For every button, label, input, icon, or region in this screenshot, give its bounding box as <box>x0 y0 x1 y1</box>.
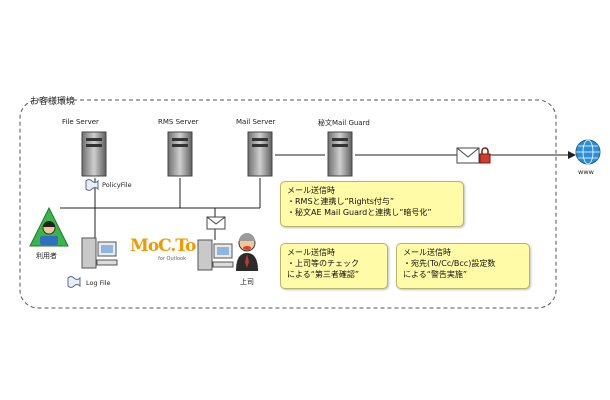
rms-server-label: RMS Server <box>158 118 199 126</box>
user-icon <box>29 206 69 247</box>
boss-pc-icon <box>197 239 234 271</box>
note-rights-encryption: メール送信時 ・RMSと連携し“Rights付与” ・秘文AE Mail Gua… <box>280 181 464 227</box>
policy-file-icon <box>85 179 99 191</box>
boss-icon <box>236 233 258 271</box>
note-line: ・秘文AE Mail Guardと連携し“暗号化” <box>287 208 432 217</box>
file-server-icon <box>81 131 107 177</box>
mail-envelope-icon <box>206 216 226 230</box>
moc-to-logo: MoC.To for Outlook <box>130 236 196 272</box>
encrypted-mail-icon <box>456 147 491 164</box>
mail-guard-server-icon <box>327 131 353 177</box>
rms-server-icon <box>167 131 193 177</box>
note-line: による“第三者確認” <box>287 270 360 279</box>
note-line: による“警告実施” <box>403 270 468 279</box>
globe-icon <box>575 139 601 165</box>
mail-server-label: Mail Server <box>236 118 276 126</box>
logo-subtext: for Outlook <box>158 256 186 262</box>
note-line: メール送信時 <box>287 248 335 257</box>
user-pc-icon <box>81 237 118 269</box>
mail-server-icon <box>247 131 273 177</box>
boss-label: 上司 <box>240 278 254 286</box>
note-line: メール送信時 <box>287 186 335 195</box>
note-line: ・上司等のチェック <box>287 259 359 268</box>
log-file-icon <box>67 276 81 288</box>
note-line: ・RMSと連携し“Rights付与” <box>287 197 395 206</box>
note-recipient-warning: メール送信時 ・宛先(To/Cc/Bcc)設定数 による“警告実施” <box>396 243 530 289</box>
note-line: メール送信時 <box>403 248 451 257</box>
arrow-head <box>568 151 576 159</box>
file-server-label: File Server <box>62 118 99 126</box>
log-file-label: Log File <box>86 279 111 287</box>
mail-guard-label: 秘文Mail Guard <box>318 119 370 127</box>
user-label: 利用者 <box>36 252 57 260</box>
note-third-party-check: メール送信時 ・上司等のチェック による“第三者確認” <box>280 243 388 289</box>
environment-label: お客様環境 <box>30 97 76 107</box>
internet-label: www <box>578 168 594 176</box>
note-line: ・宛先(To/Cc/Bcc)設定数 <box>403 259 496 268</box>
logo-text: MoC.To <box>130 236 196 256</box>
policy-file-label: PolicyFile <box>102 181 132 189</box>
